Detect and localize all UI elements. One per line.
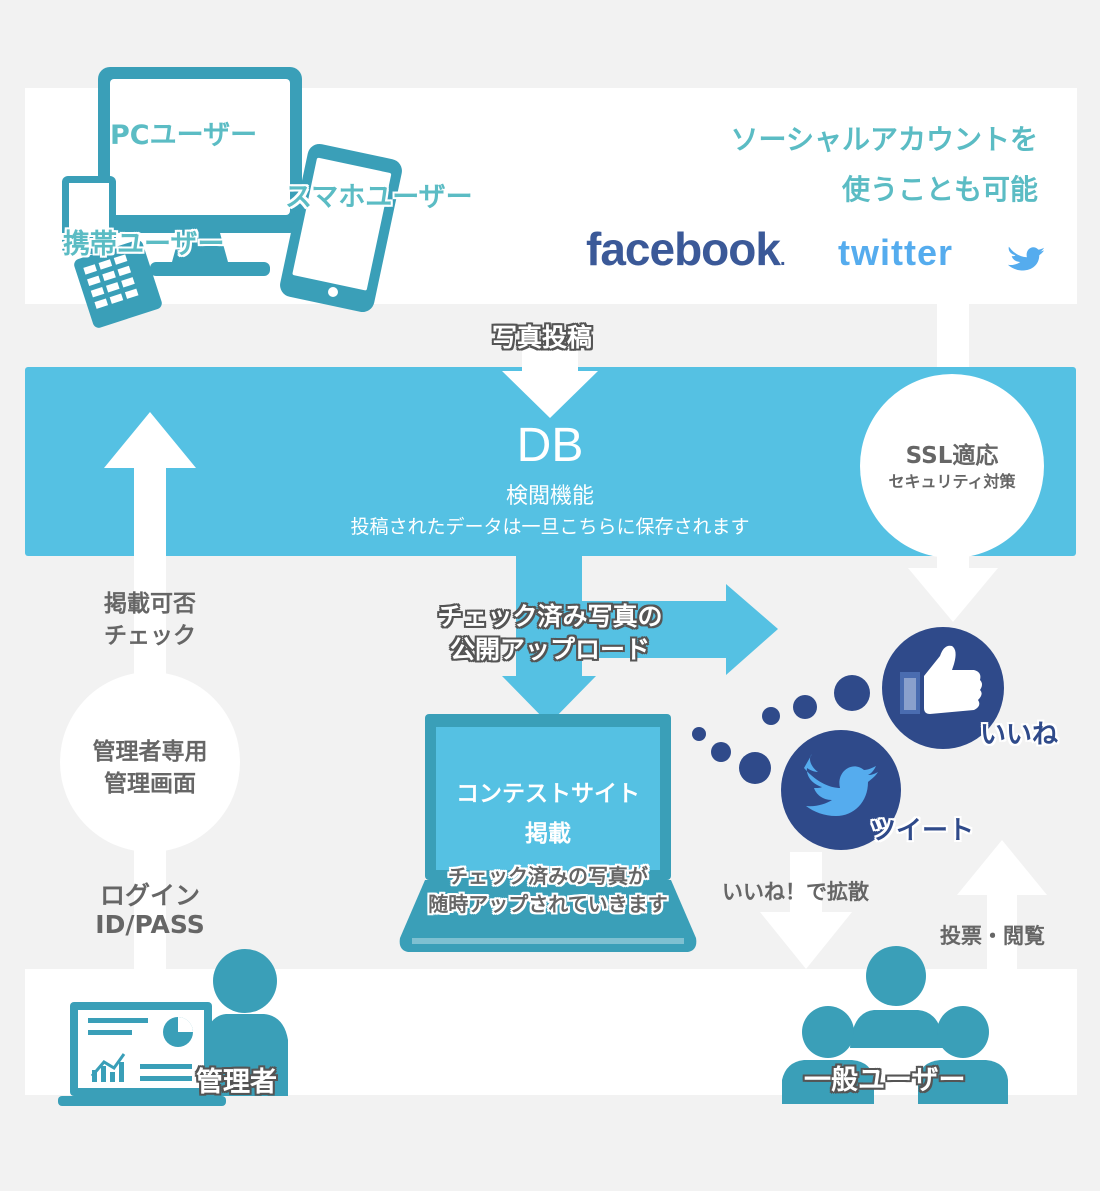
bubble-2 bbox=[711, 742, 731, 762]
vote-label: 投票・閲覧 bbox=[940, 924, 1045, 948]
bubble-1 bbox=[692, 727, 706, 741]
tweet-bird-icon bbox=[804, 754, 878, 816]
login-line-1: ログイン bbox=[99, 881, 200, 910]
bubble-5 bbox=[793, 695, 817, 719]
ssl-down-arrow bbox=[908, 540, 998, 622]
vote-up-arrow bbox=[957, 840, 1047, 969]
twitter-wordmark: twitter bbox=[838, 232, 953, 273]
admin-up-arrow bbox=[104, 412, 196, 556]
spread-label: いいね！で拡散 bbox=[722, 880, 869, 904]
tweet-label: ツイート bbox=[870, 816, 975, 846]
contest-site-sub: 掲載 bbox=[525, 821, 571, 847]
facebook-wordmark: facebook bbox=[586, 223, 781, 275]
upload-line-1: チェック済み写真の bbox=[437, 602, 663, 631]
smartphone-user-label: スマホユーザー bbox=[285, 182, 473, 213]
social-line-1: ソーシャルアカウントを bbox=[730, 123, 1038, 156]
site-note-line-2: 随時アップされていきます bbox=[428, 892, 668, 916]
pc-user-label: PCユーザー bbox=[110, 120, 258, 151]
general-user-label: 一般ユーザー bbox=[804, 1065, 966, 1096]
bubble-4 bbox=[762, 707, 780, 725]
db-down-arrow bbox=[502, 556, 596, 724]
db-title: DB bbox=[516, 419, 584, 472]
ssl-subtitle: セキュリティ対策 bbox=[888, 472, 1016, 491]
check-line-1: 掲載可否 bbox=[104, 591, 196, 617]
twitter-logo[interactable]: twitter bbox=[838, 232, 953, 274]
feature-phone-icon bbox=[62, 176, 162, 328]
spread-down-arrow bbox=[760, 852, 852, 969]
login-line-2: ID/PASS bbox=[95, 910, 205, 939]
admin-screen-line-1: 管理者専用 bbox=[92, 739, 208, 765]
db-subtitle: 検閲機能 bbox=[505, 484, 594, 509]
admin-label: 管理者 bbox=[196, 1067, 277, 1098]
upload-line-2: 公開アップロード bbox=[449, 635, 650, 664]
ssl-circle bbox=[860, 374, 1044, 558]
thumbs-up-icon bbox=[900, 645, 982, 714]
facebook-dot: . bbox=[779, 248, 785, 270]
contest-site-title: コンテストサイト bbox=[456, 781, 640, 807]
monitor-icon bbox=[98, 67, 302, 276]
bubble-3 bbox=[739, 752, 771, 784]
bubble-6 bbox=[834, 675, 870, 711]
smartphone-icon bbox=[280, 143, 402, 313]
photo-post-arrow bbox=[502, 345, 598, 418]
twitter-connector bbox=[937, 304, 969, 370]
like-label: いいね bbox=[980, 720, 1059, 750]
facebook-logo[interactable]: facebook. bbox=[586, 222, 785, 276]
check-line-2: チェック bbox=[104, 623, 196, 649]
photo-post-label: 写真投稿 bbox=[492, 323, 593, 352]
publish-right-arrow bbox=[582, 584, 778, 675]
site-note-line-1: チェック済みの写真が bbox=[448, 864, 648, 888]
admin-screen-line-2: 管理画面 bbox=[104, 771, 196, 797]
mobile-user-label: 携帯ユーザー bbox=[63, 229, 225, 260]
db-note: 投稿されたデータは一旦こちらに保存されます bbox=[350, 516, 750, 538]
twitter-bird-icon bbox=[1007, 246, 1044, 271]
social-line-2: 使うことも可能 bbox=[841, 173, 1038, 206]
ssl-title: SSL適応 bbox=[905, 443, 999, 469]
admin-screen-circle bbox=[60, 672, 240, 852]
